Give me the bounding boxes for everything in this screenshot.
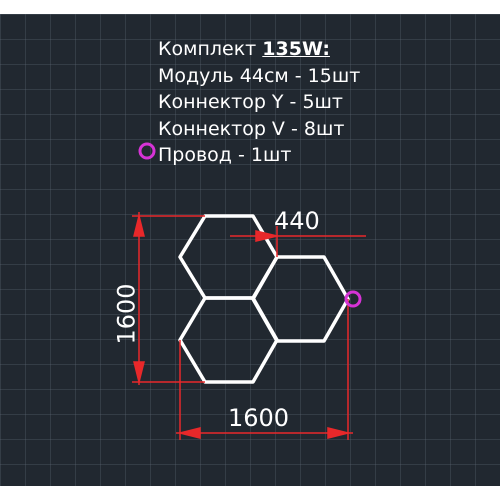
kit-title-prefix: Комплект (158, 38, 263, 60)
kit-title: Комплект 135W: (158, 36, 360, 63)
dim-arrow-bottom-right (327, 427, 349, 439)
hexagon-right (251, 255, 350, 343)
kit-power: 135W: (262, 38, 330, 60)
wire-marker-connection-icon (344, 290, 362, 308)
dim-arrow-left-top (133, 215, 145, 237)
dim-label-total-width: 1600 (228, 404, 290, 432)
dim-arrow-bottom-left (179, 427, 201, 439)
dim-label-module-width: 440 (274, 207, 320, 235)
kit-item-wire: Провод - 1шт (158, 144, 292, 166)
dim-arrow-left-bottom (133, 361, 145, 383)
kit-item-connector-v: Коннектор V - 8шт (158, 117, 345, 140)
dim-label-total-height: 1600 (112, 283, 141, 345)
drawing-canvas: Комплект 135W: Модуль 44см - 15шт Коннек… (0, 14, 500, 486)
kit-item-connector-y: Коннектор Y - 5шт (158, 91, 343, 113)
hexagon-bottom-left (178, 296, 279, 384)
kit-item-module: Модуль 44см - 15шт (158, 64, 361, 87)
wire-marker-legend-icon (138, 142, 156, 160)
kit-spec-list: Комплект 135W: Модуль 44см - 15шт Коннек… (158, 36, 360, 169)
drawing-svg (132, 142, 366, 440)
dim-arrow-top (255, 230, 278, 242)
